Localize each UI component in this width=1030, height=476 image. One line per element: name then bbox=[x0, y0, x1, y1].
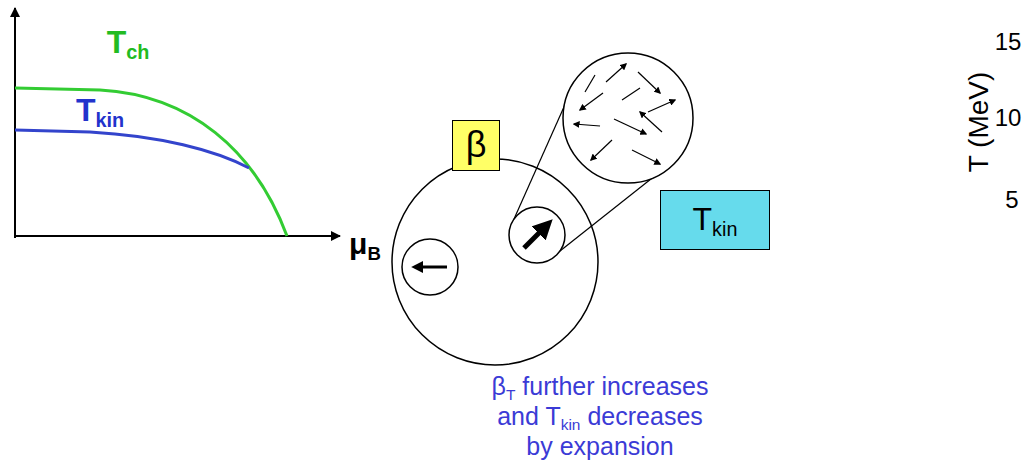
flow-arrow bbox=[416, 266, 447, 269]
parameter-box: β bbox=[452, 120, 500, 171]
text-run: 15 bbox=[995, 28, 1022, 55]
chemical-freezeout-curve bbox=[15, 88, 287, 236]
text-run: μ bbox=[349, 227, 367, 260]
particle-track bbox=[622, 88, 640, 100]
subscript-run: T bbox=[506, 386, 515, 403]
box-text: β bbox=[466, 125, 487, 165]
particle-arrow bbox=[591, 140, 612, 160]
fluid-cell bbox=[402, 239, 458, 295]
text-run: further increases bbox=[515, 372, 708, 400]
text-run: T (MeV) bbox=[963, 72, 994, 173]
subscript-run: kin bbox=[561, 416, 581, 433]
subscript-run: kin bbox=[95, 109, 124, 131]
thermal-motion-arrows bbox=[574, 64, 675, 164]
y-axis bbox=[14, 8, 16, 238]
text-run: T bbox=[693, 201, 713, 237]
particle-track bbox=[585, 75, 595, 92]
fireball-circle bbox=[392, 159, 598, 365]
axis-label: T (MeV) bbox=[962, 72, 996, 173]
annotation: βT further increases and Tkin decreases … bbox=[492, 371, 709, 461]
axis-label: μB bbox=[349, 226, 381, 262]
particle-arrow bbox=[648, 100, 675, 112]
particle-arrow bbox=[614, 119, 646, 134]
tick-label: 10 bbox=[995, 104, 1022, 133]
x-axis bbox=[14, 235, 340, 237]
subscript-run: B bbox=[367, 243, 380, 264]
curve-label: Tkin bbox=[76, 91, 124, 129]
text-run: T bbox=[107, 24, 127, 60]
parameter-box: Tkin bbox=[660, 190, 770, 250]
text-run: T bbox=[76, 92, 96, 128]
text-run: 10 bbox=[995, 104, 1022, 131]
tick-label: 15 bbox=[995, 28, 1022, 57]
tick-label: 5 bbox=[1005, 186, 1018, 215]
particle-arrow bbox=[640, 112, 662, 132]
text-run: and T bbox=[497, 402, 560, 430]
flow-arrow bbox=[524, 225, 547, 248]
fluid-cell bbox=[509, 207, 565, 263]
kinetic-freezeout-curve bbox=[15, 130, 249, 168]
text-run: β bbox=[466, 124, 487, 165]
particle-arrow bbox=[638, 72, 660, 93]
subscript-run: ch bbox=[126, 41, 149, 63]
zoom-circle bbox=[563, 53, 693, 183]
text-run: β bbox=[492, 372, 506, 400]
particle-arrow bbox=[574, 124, 600, 126]
box-text: Tkin bbox=[693, 202, 738, 237]
curve-label: Tch bbox=[107, 23, 150, 61]
text-run: 5 bbox=[1005, 186, 1018, 213]
particle-arrow bbox=[606, 64, 626, 82]
text-run: decreases bbox=[581, 402, 703, 430]
text-run: by expansion bbox=[526, 432, 673, 460]
particle-arrow bbox=[580, 93, 603, 110]
subscript-run: kin bbox=[712, 218, 737, 240]
particle-arrow bbox=[632, 150, 660, 164]
